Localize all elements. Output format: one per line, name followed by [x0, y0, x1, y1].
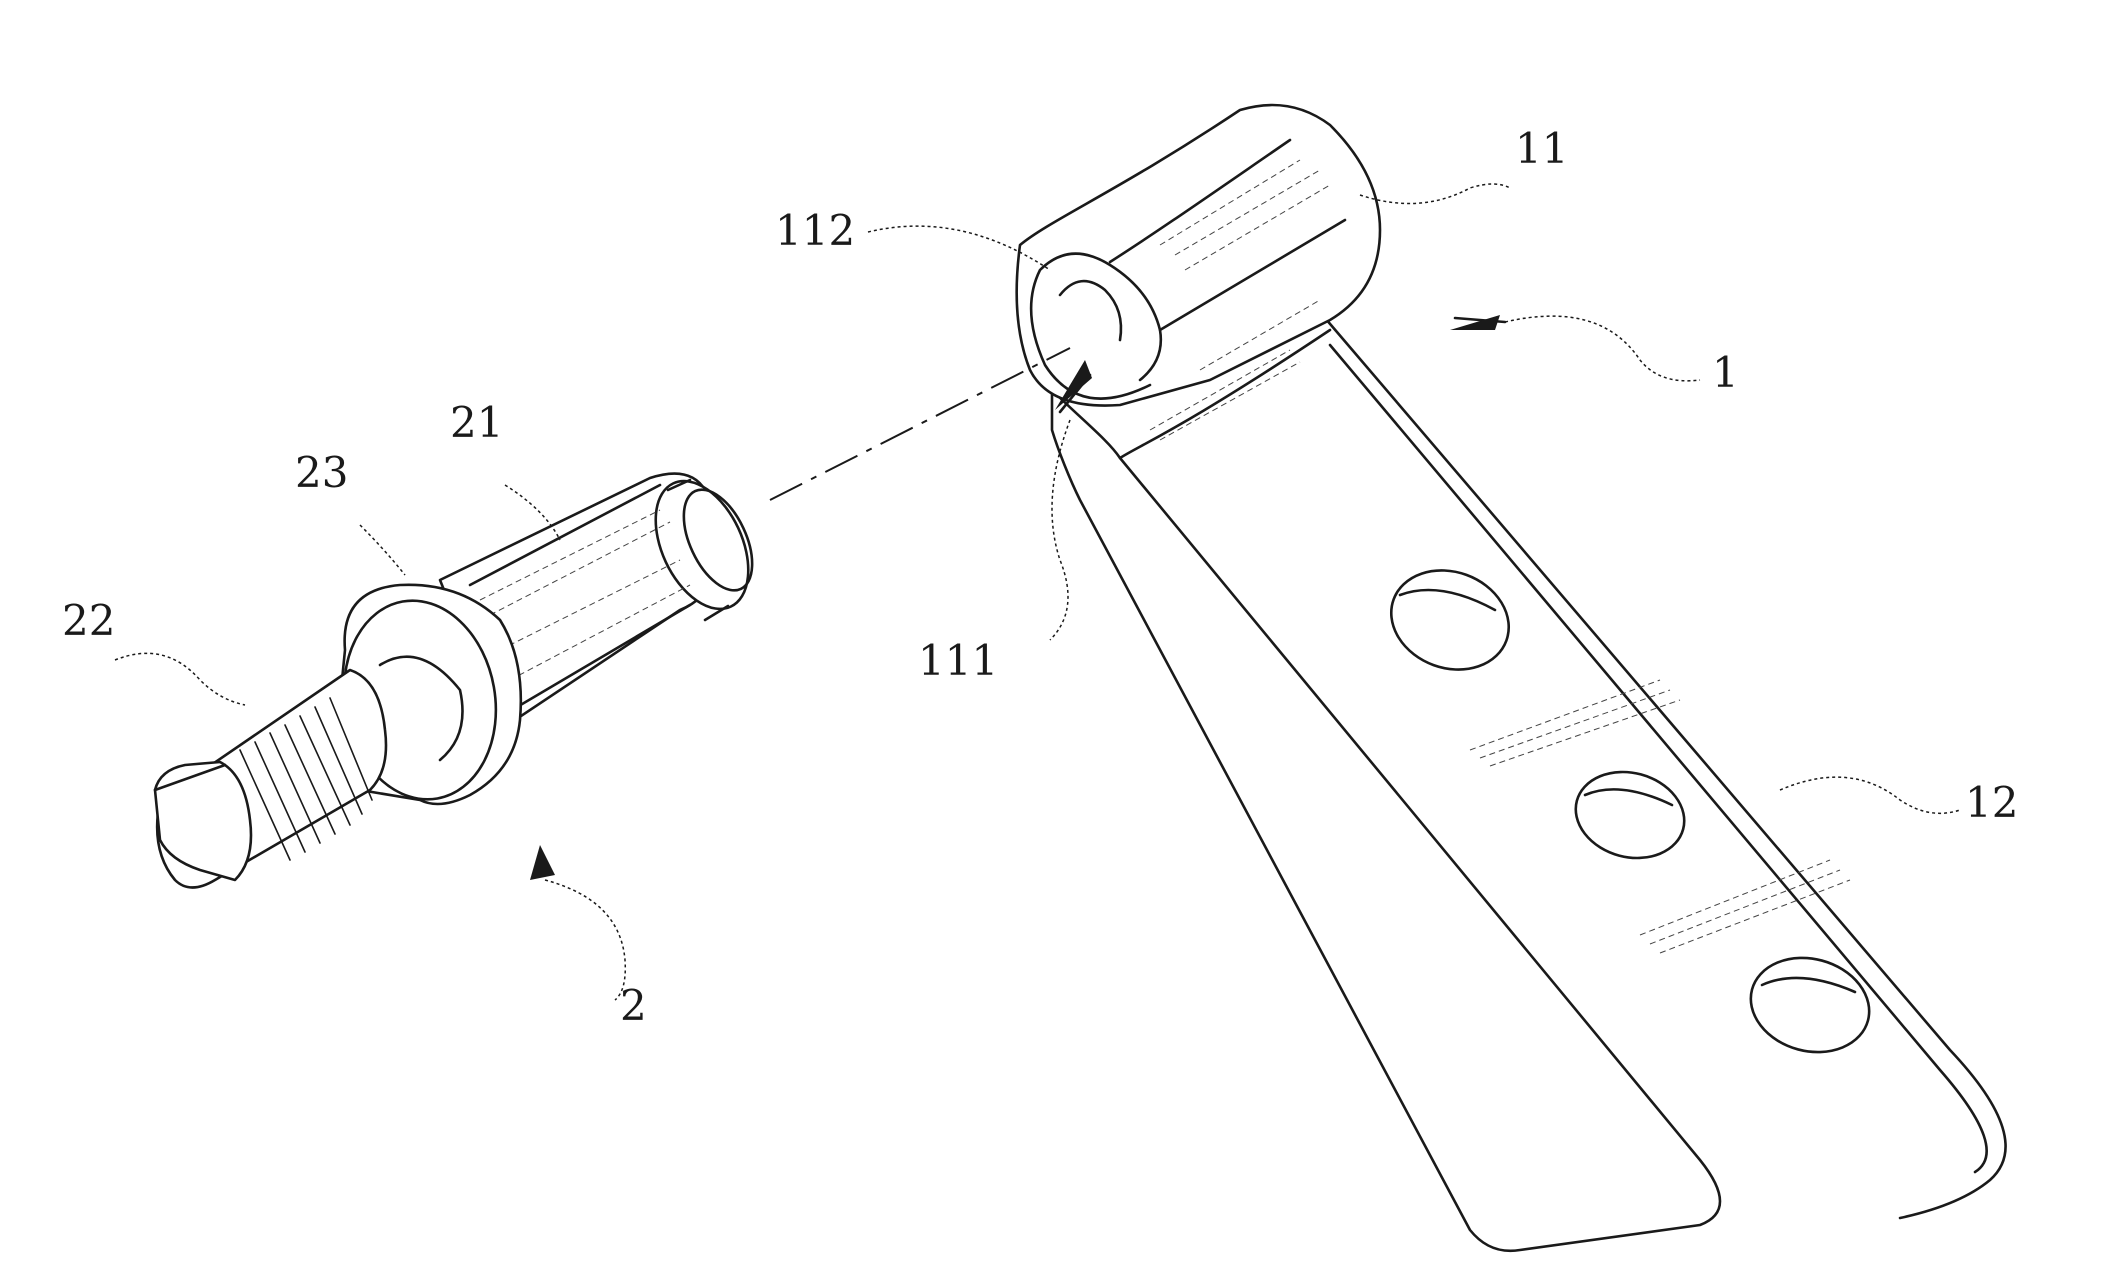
- label-1: 1: [1712, 352, 1739, 394]
- bracket-component: [1017, 105, 2006, 1251]
- leader-11: [1360, 184, 1510, 204]
- leader-2: [545, 880, 625, 1000]
- leader-23: [360, 525, 405, 575]
- label-11: 11: [1515, 128, 1568, 170]
- plate-hole-1: [1377, 554, 1523, 685]
- leader-12: [1780, 777, 1960, 813]
- label-111: 111: [918, 640, 998, 682]
- plate-hole-2: [1566, 760, 1694, 870]
- label-22: 22: [62, 600, 115, 642]
- shaft-component: [155, 466, 767, 887]
- label-2: 2: [620, 985, 647, 1027]
- label-12: 12: [1965, 782, 2018, 824]
- bracket-barrel: [1017, 105, 1380, 406]
- label-23: 23: [295, 452, 348, 494]
- label-112: 112: [775, 210, 855, 252]
- label-21: 21: [450, 402, 503, 444]
- leader-22: [115, 653, 245, 705]
- arrow-2: [530, 845, 555, 880]
- leader-1: [1505, 316, 1700, 381]
- plate-hole-3: [1740, 945, 1880, 1065]
- assembly-axis-line: [770, 348, 1070, 500]
